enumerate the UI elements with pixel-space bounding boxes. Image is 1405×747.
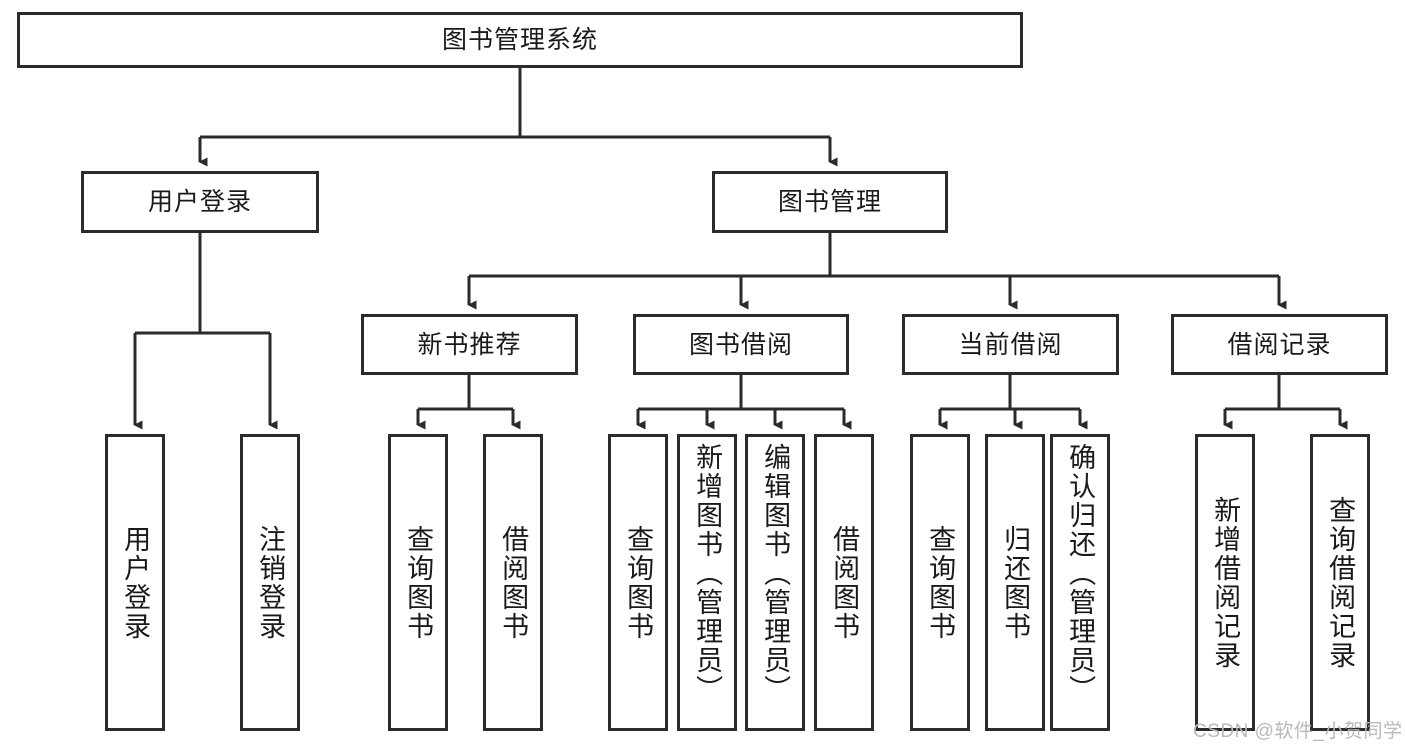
node-label: 查询图书 [623, 524, 654, 641]
node-label: 图书管理 [777, 188, 882, 216]
node-label: 新增图书（管理员） [692, 443, 723, 704]
node-book-management[interactable]: 图书管理 [712, 171, 948, 233]
node-leaf-add-borrow-record[interactable]: 新增借阅记录 [1195, 434, 1255, 731]
node-label: 用户登录 [147, 188, 252, 216]
node-leaf-add-book-admin[interactable]: 新增图书（管理员） [677, 434, 737, 731]
node-book-management-system[interactable]: 图书管理系统 [17, 12, 1023, 68]
node-leaf-return-book[interactable]: 归还图书 [985, 434, 1045, 731]
node-leaf-edit-book-admin[interactable]: 编辑图书（管理员） [745, 434, 805, 731]
node-label: 借阅记录 [1227, 330, 1332, 359]
node-label: 图书借阅 [688, 330, 793, 359]
node-current-borrow[interactable]: 当前借阅 [902, 314, 1119, 375]
node-label: 编辑图书（管理员） [760, 443, 791, 704]
node-label: 图书管理系统 [441, 26, 598, 54]
node-label: 确认归还（管理员） [1065, 443, 1096, 704]
node-book-borrow[interactable]: 图书借阅 [633, 314, 849, 375]
node-leaf-user-login[interactable]: 用户登录 [105, 434, 165, 731]
node-label: 查询借阅记录 [1325, 495, 1356, 670]
node-leaf-confirm-return-admin[interactable]: 确认归还（管理员） [1050, 434, 1110, 731]
node-leaf-query-book-3[interactable]: 查询图书 [910, 434, 970, 731]
node-label: 用户登录 [120, 524, 151, 641]
node-leaf-query-borrow-record[interactable]: 查询借阅记录 [1310, 434, 1370, 731]
node-new-book-recommend[interactable]: 新书推荐 [361, 314, 578, 375]
node-leaf-query-book-1[interactable]: 查询图书 [388, 434, 448, 731]
node-label: 借阅图书 [829, 524, 860, 641]
node-leaf-borrow-book-2[interactable]: 借阅图书 [814, 434, 874, 731]
node-label: 新书推荐 [417, 330, 522, 359]
node-label: 注销登录 [255, 524, 286, 641]
node-user-login[interactable]: 用户登录 [81, 171, 319, 233]
node-borrow-record[interactable]: 借阅记录 [1171, 314, 1388, 375]
node-label: 新增借阅记录 [1210, 495, 1241, 670]
node-leaf-logout-login[interactable]: 注销登录 [240, 434, 300, 731]
node-label: 归还图书 [1000, 524, 1031, 641]
csdn-watermark: CSDN @软件_小贺同学 [1193, 721, 1403, 742]
node-leaf-borrow-book-1[interactable]: 借阅图书 [483, 434, 543, 731]
node-label: 借阅图书 [498, 524, 529, 641]
node-label: 当前借阅 [958, 330, 1063, 359]
node-leaf-query-book-2[interactable]: 查询图书 [608, 434, 668, 731]
node-label: 查询图书 [925, 524, 956, 641]
node-label: 查询图书 [403, 524, 434, 641]
